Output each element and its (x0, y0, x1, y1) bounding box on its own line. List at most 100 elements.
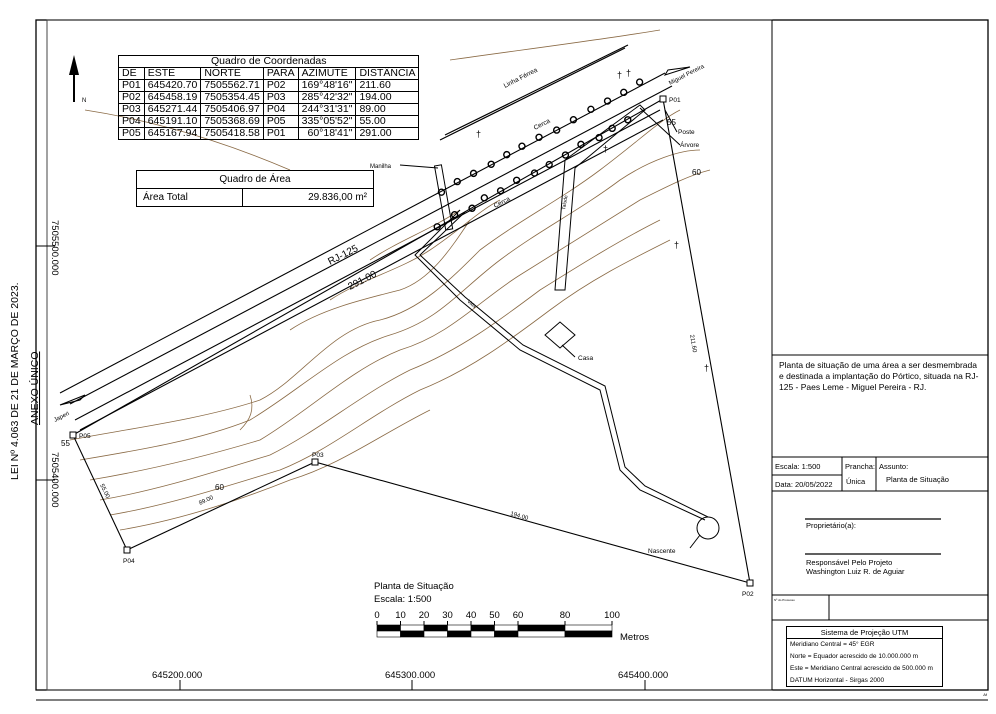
direction-arrow-icon: Japeri (53, 395, 85, 424)
ditch (415, 210, 708, 520)
table-cell: 285°42'32" (298, 92, 356, 104)
scale-segment (471, 625, 495, 631)
table-row: P05645167.947505418.58P0160°18'41"291.00 (119, 128, 419, 140)
scale-bar-unit: Metros (620, 632, 649, 643)
table-cell: P02 (119, 92, 145, 104)
scale-segment (424, 631, 448, 637)
scale-tick-label: 50 (489, 610, 500, 621)
utm-line: Meridiano Central = 45° EGR (790, 639, 942, 651)
responsible-label: Responsável Pelo Projeto (806, 558, 892, 567)
utm-box: Sistema de Projeção UTM Meridiano Centra… (786, 626, 943, 687)
point-label: P02 (742, 591, 754, 598)
scale-segment (518, 625, 565, 631)
owner-label: Proprietário(a): (806, 521, 856, 530)
svg-text:†: † (626, 68, 631, 78)
coordinates-table: Quadro de Coordenadas DE ESTE NORTE PARA… (118, 55, 419, 140)
table-cell: 169°48'16" (298, 80, 356, 92)
column-header: NORTE (201, 68, 263, 80)
svg-text:†: † (674, 240, 679, 250)
grid-east-label: 645400.000 (618, 670, 668, 681)
scale-tick-label: 10 (395, 610, 406, 621)
scale-segment (377, 625, 401, 631)
utm-line: Este = Meridiano Central acrescido de 50… (790, 663, 942, 675)
scale-segment (401, 625, 425, 631)
table-cell: 60°18'41" (298, 128, 356, 140)
scale-tick-label: 100 (604, 610, 620, 621)
tree-label: Árvore (680, 140, 700, 149)
scale-segment (495, 625, 519, 631)
responsible-name: Washington Luiz R. de Aguiar (806, 567, 905, 576)
table-cell: P01 (119, 80, 145, 92)
table-cell: 7505562.71 (201, 80, 263, 92)
point-label: P03 (312, 452, 324, 459)
table-cell: P04 (119, 116, 145, 128)
column-header: PARA (263, 68, 298, 80)
contour-label: 60 (215, 483, 224, 492)
point-label: P05 (79, 433, 91, 440)
spring-label: Nascente (648, 548, 676, 555)
table-cell: P05 (119, 128, 145, 140)
date-field: Data: 20/05/2022 (775, 480, 833, 489)
road-label: RJ-125 (326, 243, 360, 268)
table-row: P04645191.107505368.69P05335°05'52"55.00 (119, 116, 419, 128)
table-cell: 89.00 (356, 104, 419, 116)
area-value: 29.836,00 m² (242, 189, 373, 207)
utm-line: Norte = Equador acrescido de 10.000.000 … (790, 651, 942, 663)
grid-north-label: 7505400.000 (49, 452, 60, 507)
direction-arrow-icon: Miguel Pereira (665, 64, 706, 87)
svg-text:†: † (603, 144, 608, 154)
svg-text:†: † (704, 363, 709, 373)
railway-label: Linha Férrea (503, 67, 539, 90)
scale-tick-label: 40 (466, 610, 477, 621)
house (545, 322, 575, 348)
scale-segment (518, 631, 565, 637)
table-cell: 194.00 (356, 92, 419, 104)
table-cell: P03 (119, 104, 145, 116)
scale-segment (565, 631, 612, 637)
contour-label: 60 (692, 168, 701, 177)
scale-bar-scale: Escala: 1:500 (374, 594, 432, 605)
table-cell: 645271.44 (144, 104, 201, 116)
table-cell: 7505406.97 (201, 104, 263, 116)
distance-label: 211.60 (688, 334, 697, 353)
table-cell: 645458.19 (144, 92, 201, 104)
table-cell: P03 (263, 92, 298, 104)
grid-north-label: 7505500.000 (49, 220, 60, 275)
law-title: LEI Nº 4.063 DE 21 DE MARÇO DE 2023. (9, 282, 21, 480)
distance-label: 194.00 (509, 511, 529, 522)
scale-bar-title: Planta de Situação (374, 581, 454, 592)
table-cell: 7505368.69 (201, 116, 263, 128)
north-arrow-icon: N (69, 55, 86, 104)
contour-label: 55 (667, 118, 676, 127)
scale-segment (471, 631, 495, 637)
coordinates-table-title: Quadro de Coordenadas (119, 56, 419, 68)
svg-text:Japeri: Japeri (53, 411, 70, 424)
scale-segment (495, 631, 519, 637)
table-cell: 645420.70 (144, 80, 201, 92)
area-label: Área Total (137, 189, 243, 207)
table-cell: 7505418.58 (201, 128, 263, 140)
scale-tick-label: 80 (560, 610, 571, 621)
sheet-label: Prancha: (845, 462, 875, 471)
tree-icon (637, 79, 643, 85)
bank-label: Talude (561, 195, 570, 211)
fence-label: Cerca (533, 117, 552, 131)
corner-mark: Af (983, 692, 988, 697)
scale-tick-label: 20 (419, 610, 430, 621)
table-cell: 291.00 (356, 128, 419, 140)
point-label: P01 (669, 97, 681, 104)
distance-label: 89.00 (198, 495, 215, 507)
table-cell: 244°31'31" (298, 104, 356, 116)
column-header: DE (119, 68, 145, 80)
svg-text:†: † (476, 129, 481, 139)
table-cell: P02 (263, 80, 298, 92)
table-cell: 55.00 (356, 116, 419, 128)
table-cell: 211.60 (356, 80, 419, 92)
sheet-value: Única (846, 477, 865, 486)
house-label: Casa (578, 355, 594, 362)
table-cell: 7505354.45 (201, 92, 263, 104)
table-cell: P01 (263, 128, 298, 140)
table-cell: 645167.94 (144, 128, 201, 140)
subject-value: Planta de Situação (886, 475, 949, 484)
annex-title: ANEXO ÚNICO (28, 351, 41, 425)
